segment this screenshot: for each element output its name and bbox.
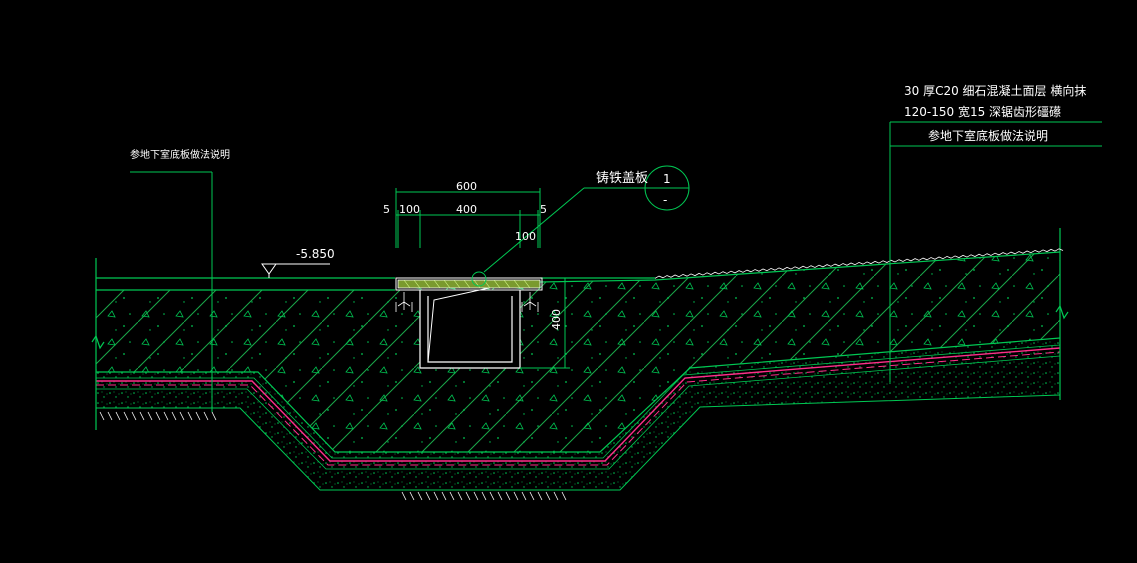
dimension-lines (395, 188, 570, 369)
dim-right-offset: 100 (515, 230, 536, 243)
grate-callout-label: 铸铁盖板 (596, 170, 648, 186)
leader-lines (130, 121, 1102, 412)
sawtooth-surface (654, 248, 1064, 279)
top-right-note-line2: 120-150 宽15 深锯齿形礓礤 (904, 104, 1061, 119)
detail-sheet-ref: - (663, 193, 667, 207)
elevation-marker (261, 263, 330, 278)
trench-drain (395, 271, 543, 369)
detail-number: 1 (663, 172, 671, 186)
dim-overall-width: 600 (456, 180, 477, 193)
slab-outline (91, 228, 1069, 453)
dim-left-offset: 100 (399, 203, 420, 216)
ground-symbols (99, 411, 567, 501)
dim-trench-depth: 400 (550, 309, 563, 330)
waterproof-membrane (96, 344, 1061, 470)
concrete-slab (96, 252, 1060, 452)
top-right-note-line1: 30 厚C20 细石混凝土面层 横向抹 (904, 83, 1086, 98)
left-reference-note: 参地下室底板做法说明 (130, 148, 230, 161)
dim-left-gap: 5 (383, 203, 390, 216)
right-reference-note: 参地下室底板做法说明 (928, 128, 1048, 143)
cast-iron-grate (397, 279, 541, 289)
dim-right-gap: 5 (540, 203, 547, 216)
elevation-value: -5.850 (296, 247, 335, 261)
dim-inner-width: 400 (456, 203, 477, 216)
